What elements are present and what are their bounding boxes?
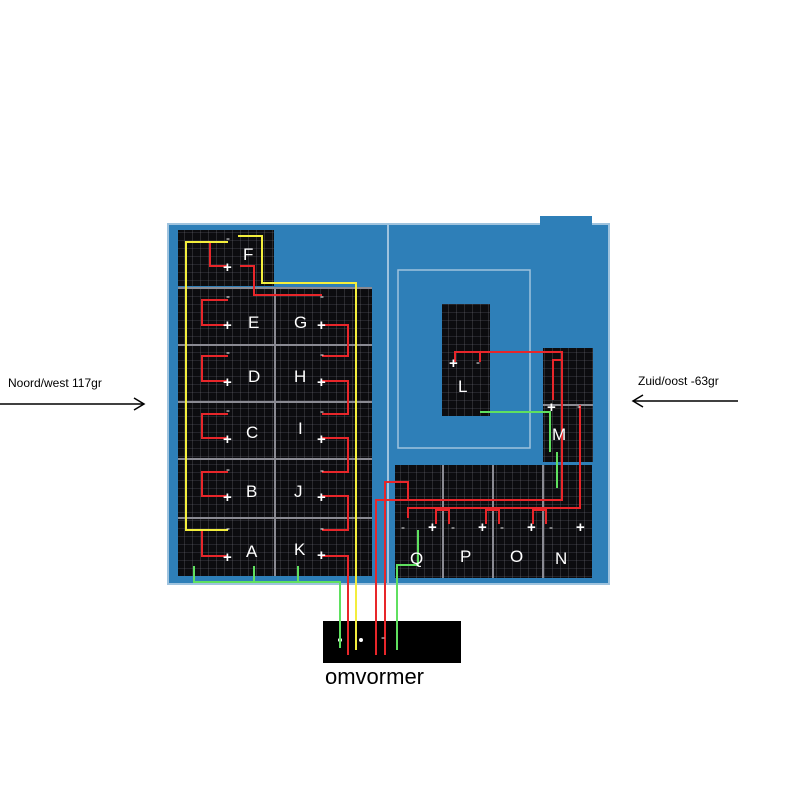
panel-label: N [555, 549, 567, 568]
panel-label: F [243, 245, 253, 264]
panel-label: M [552, 425, 566, 444]
panel-array [178, 230, 593, 578]
panel-label: H [294, 367, 306, 386]
minus-terminal: - [226, 403, 230, 417]
east-orientation-label: Zuid/oost -63gr [638, 374, 719, 388]
plus-terminal: + [449, 355, 458, 372]
roof-dormer-outline [397, 269, 531, 449]
red-wires [201, 241, 581, 655]
panel-F [178, 230, 274, 286]
west-orientation-label: Noord/west 117gr [8, 376, 102, 390]
plus-terminal: + [527, 519, 536, 536]
panel-label: B [246, 482, 257, 501]
plus-terminal: + [317, 431, 326, 448]
inverter-wires [339, 620, 398, 655]
panel-label: A [246, 542, 258, 561]
plus-terminal: + [223, 549, 232, 566]
panel-label: J [294, 482, 303, 501]
panel-label: I [298, 419, 303, 438]
panel-label: C [246, 423, 258, 442]
plus-terminal: + [223, 259, 232, 276]
plus-terminal: + [223, 317, 232, 334]
inverter-terminal [359, 638, 363, 642]
plus-terminal: + [223, 431, 232, 448]
minus-terminal: - [320, 463, 324, 477]
yellow-wire [185, 235, 357, 650]
minus-terminal: - [476, 355, 480, 369]
arrow-west [0, 397, 146, 411]
minus-terminal: - [320, 289, 324, 303]
plus-terminal: + [223, 374, 232, 391]
inverter-box [323, 621, 461, 663]
panel-L-block [442, 304, 490, 416]
panel-label: K [294, 540, 306, 559]
plus-terminal: + [428, 519, 437, 536]
minus-terminal: - [320, 404, 324, 418]
minus-terminal: - [500, 520, 504, 534]
minus-terminal: - [226, 231, 230, 245]
minus-terminal: - [549, 520, 553, 534]
panel-label: O [510, 547, 523, 566]
green-wires [193, 411, 558, 650]
minus-terminal: - [226, 462, 230, 476]
panel-label: G [294, 313, 307, 332]
panel-label: E [248, 313, 259, 332]
plus-terminal: + [317, 489, 326, 506]
roof-chimney [540, 216, 592, 226]
inverter-label: omvormer [325, 664, 425, 689]
minus-terminal: - [401, 520, 405, 534]
plus-terminal: + [223, 489, 232, 506]
panel-label: P [460, 547, 471, 566]
minus-terminal: - [226, 345, 230, 359]
plus-terminal: + [547, 399, 556, 416]
plus-terminal: + [317, 547, 326, 564]
minus-terminal: - [226, 521, 230, 535]
panel-label: D [248, 367, 260, 386]
plus-terminal: + [317, 317, 326, 334]
panels-left-column [178, 288, 274, 576]
minus-terminal: - [577, 399, 581, 413]
arrow-east [631, 394, 738, 408]
minus-terminal: - [451, 520, 455, 534]
plus-terminal: + [478, 519, 487, 536]
plus-terminal: + [576, 519, 585, 536]
minus-terminal: - [381, 630, 385, 644]
minus-terminal: - [320, 347, 324, 361]
minus-terminal: - [226, 289, 230, 303]
panel-label: Q [410, 549, 423, 568]
panel-label: L [458, 377, 467, 396]
plus-terminal: + [317, 374, 326, 391]
minus-terminal: - [320, 521, 324, 535]
